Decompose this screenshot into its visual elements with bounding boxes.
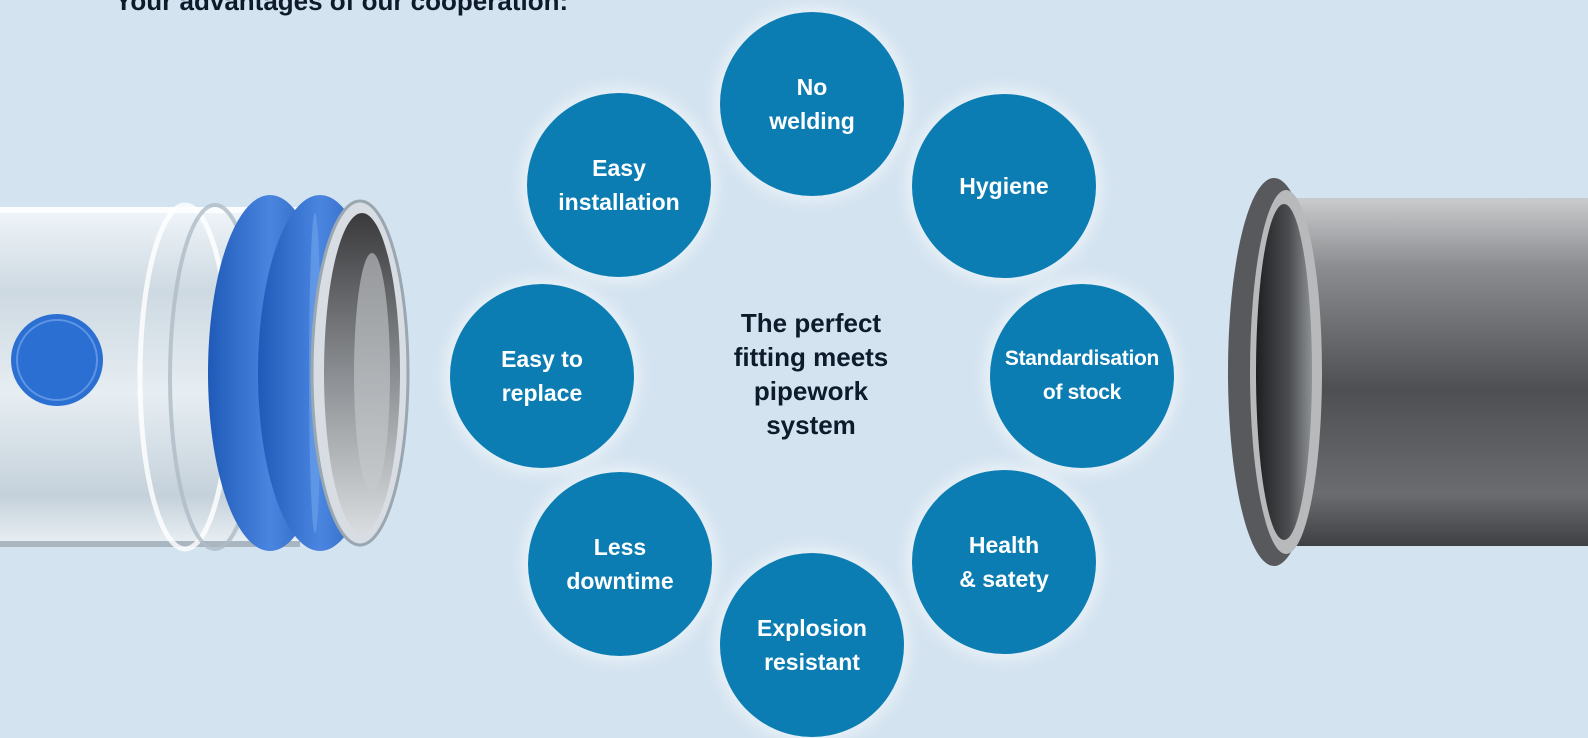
benefit-label: Easy to replace	[501, 346, 583, 406]
page-heading: Your advantages of our cooperation:	[115, 0, 569, 16]
steel-pipe-icon	[1228, 178, 1588, 566]
benefit-label: Health & satety	[959, 532, 1049, 592]
benefit-label: Less downtime	[566, 534, 674, 594]
benefit-hygiene: Hygiene	[912, 94, 1096, 278]
benefit-label: Standardisation of stock	[1004, 347, 1160, 404]
benefit-standardisation: Standardisation of stock	[990, 284, 1174, 468]
benefit-easy-installation: Easy installation	[527, 93, 711, 277]
benefit-explosion-resistant: Explosion resistant	[720, 553, 904, 737]
center-statement: The perfect fitting meets pipework syste…	[733, 308, 889, 440]
benefit-label: Hygiene	[959, 173, 1049, 199]
benefit-health-safety: Health & satety	[912, 470, 1096, 654]
benefit-less-downtime: Less downtime	[528, 472, 712, 656]
connector-pipe-icon	[0, 195, 410, 552]
benefit-easy-to-replace: Easy to replace	[450, 284, 634, 468]
benefit-no-welding: No welding	[720, 12, 904, 196]
benefit-label: Explosion resistant	[757, 615, 867, 675]
benefit-label: Easy installation	[558, 155, 680, 215]
benefit-label: No welding	[769, 74, 855, 134]
